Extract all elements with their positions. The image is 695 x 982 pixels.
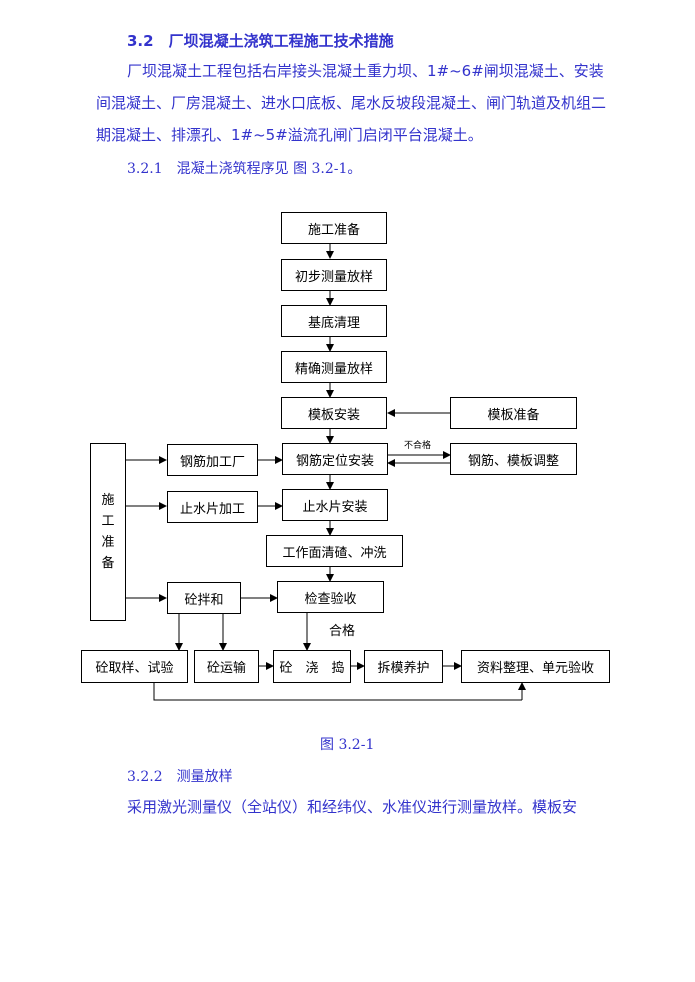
intro-paragraph: 厂坝混凝土工程包括右岸接头混凝土重力坝、1#~6#闸坝混凝土、安装间混凝土、厂房… xyxy=(96,55,616,151)
step-surface-clean: 工作面清碴、冲洗 xyxy=(266,535,403,567)
step-rebar-position: 钢筋定位安装 xyxy=(282,443,388,475)
step-precise-survey: 精确测量放样 xyxy=(281,351,387,383)
step-construction-prep: 施工准备 xyxy=(281,212,387,244)
intro-text: 厂坝混凝土工程包括右岸接头混凝土重力坝、1#~6#闸坝混凝土、安装间混凝土、厂房… xyxy=(96,62,607,144)
step-records: 资料整理、单元验收 xyxy=(461,650,610,683)
step-mixing: 砼拌和 xyxy=(167,582,241,614)
step-sampling: 砼取样、试验 xyxy=(81,650,188,683)
step-foundation-clean: 基底清理 xyxy=(281,305,387,337)
step-formwork-prep: 模板准备 xyxy=(450,397,577,429)
step-waterstop-install: 止水片安装 xyxy=(282,489,388,521)
side-construction-prep: 施 工 准 备 xyxy=(90,443,126,621)
side-prep-char: 备 xyxy=(101,556,115,571)
section-heading: 3.2 厂坝混凝土浇筑工程施工技术措施 xyxy=(127,32,394,50)
step-rebar-adjust: 钢筋、模板调整 xyxy=(450,443,577,475)
step-waterstop-process: 止水片加工 xyxy=(167,491,258,523)
step-pouring: 砼 浇 捣 xyxy=(273,650,351,683)
side-prep-char: 准 xyxy=(101,535,115,550)
pass-label: 合格 xyxy=(329,624,356,639)
survey-text: 采用激光测量仪（全站仪）和经纬仪、水准仪进行测量放样。模板安 xyxy=(127,798,578,816)
step-initial-survey: 初步测量放样 xyxy=(281,259,387,291)
subsection-3-2-2: 3.2.2 测量放样 xyxy=(127,769,233,785)
step-curing: 拆模养护 xyxy=(364,650,443,683)
subsection-3-2-1: 3.2.1 混凝土浇筑程序见 图 3.2-1。 xyxy=(127,161,362,177)
fail-label: 不合格 xyxy=(404,441,432,451)
survey-paragraph: 采用激光测量仪（全站仪）和经纬仪、水准仪进行测量放样。模板安 xyxy=(96,791,616,823)
side-prep-char: 工 xyxy=(101,514,115,529)
step-inspect: 检查验收 xyxy=(277,581,384,613)
step-rebar-factory: 钢筋加工厂 xyxy=(167,444,258,476)
side-prep-char: 施 xyxy=(101,493,115,508)
figure-caption: 图 3.2-1 xyxy=(320,737,375,753)
step-transport: 砼运输 xyxy=(194,650,259,683)
step-formwork-install: 模板安装 xyxy=(281,397,387,429)
